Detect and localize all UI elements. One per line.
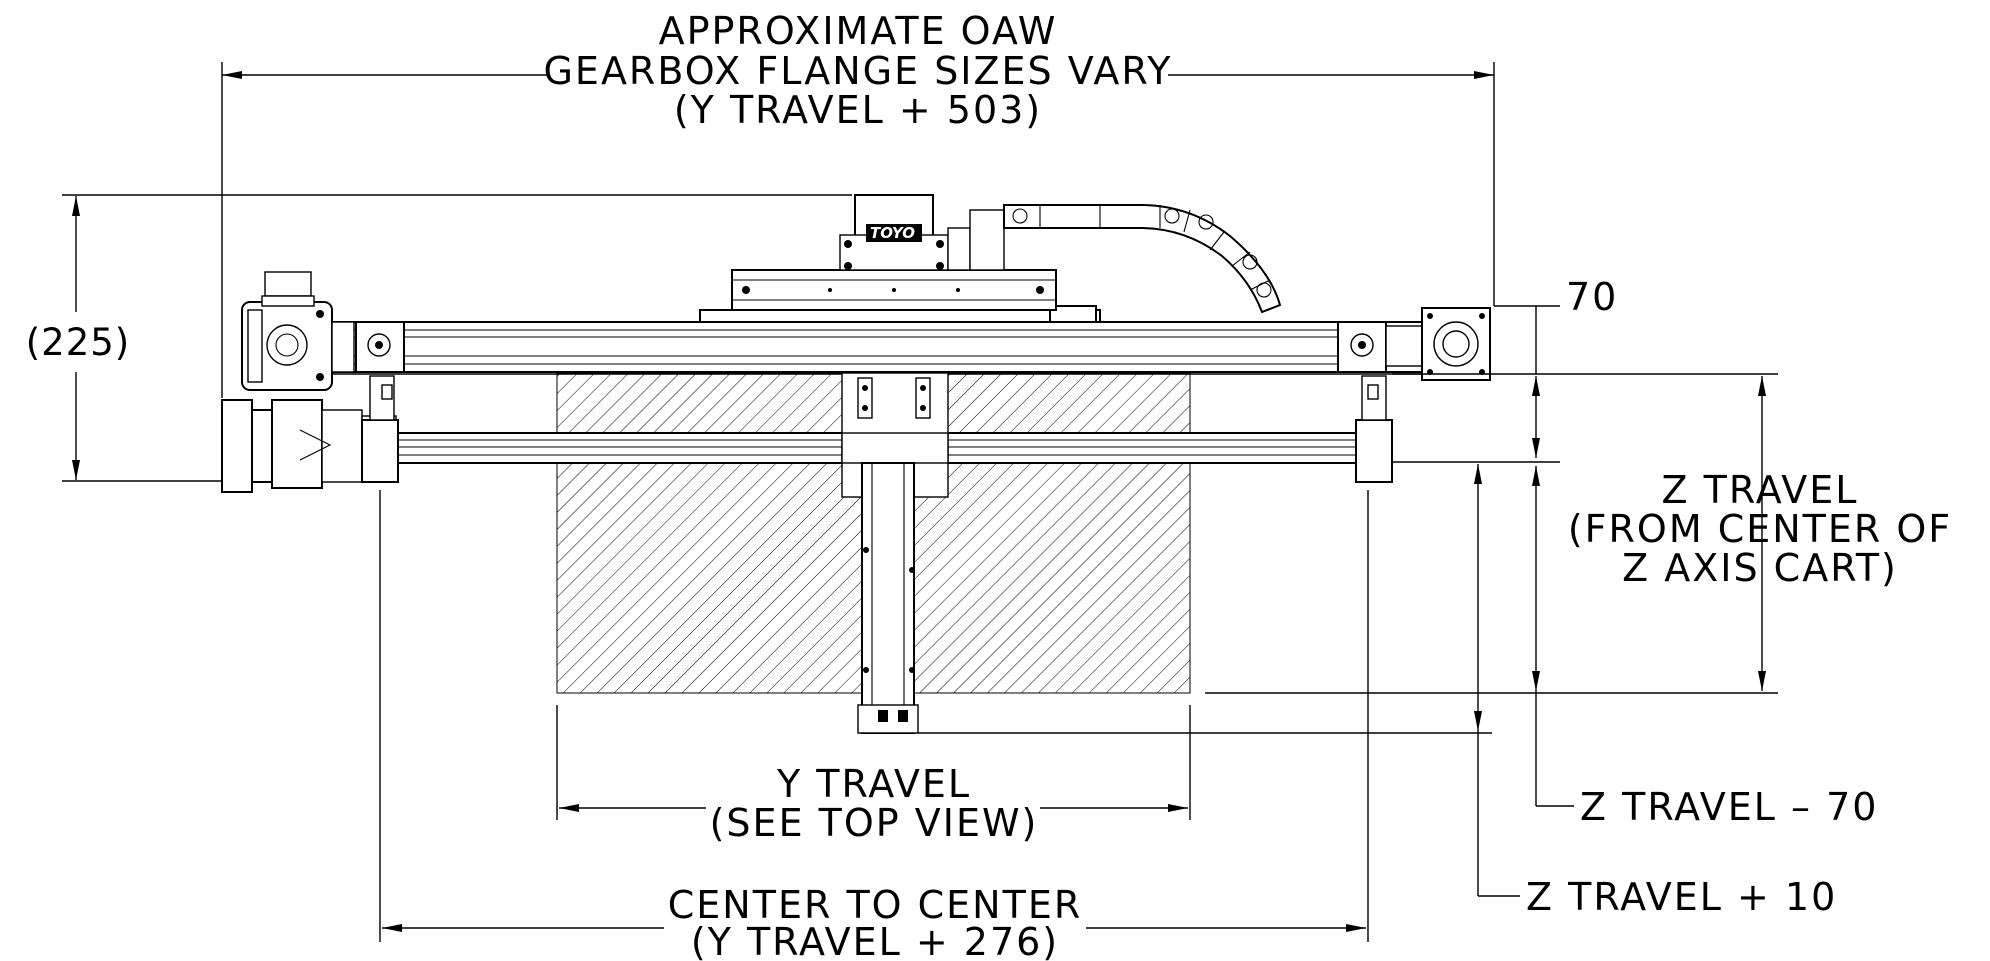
oaw-label-line2: GEARBOX FLANGE SIZES VARY: [543, 49, 1172, 93]
z-travel-label-line3: Z AXIS CART): [1622, 546, 1898, 590]
z-motor: TOYO: [839, 194, 1005, 271]
lower-left-end-block: [361, 375, 399, 483]
center-to-center-line1: CENTER TO CENTER: [668, 883, 1082, 927]
oaw-label-line3: (Y TRAVEL + 503): [674, 88, 1042, 132]
z-axis-arm: [841, 372, 949, 734]
height-label: (225): [26, 321, 131, 364]
dim-z-travel: Z TRAVEL (FROM CENTER OF Z AXIS CART): [918, 373, 1952, 734]
upper-left-end-block: [355, 321, 405, 373]
dim-center-to-center: CENTER TO CENTER (Y TRAVEL + 276): [379, 490, 1369, 961]
z-travel-label-line2: (FROM CENTER OF: [1568, 507, 1952, 551]
z-travel-plus-label: Z TRAVEL + 10: [1526, 875, 1837, 919]
cable-chain: [1003, 204, 1282, 314]
z-travel-label-line1: Z TRAVEL: [1662, 468, 1859, 512]
center-to-center-line2: (Y TRAVEL + 276): [691, 920, 1059, 961]
y-travel-label-line2: (SEE TOP VIEW): [710, 801, 1039, 845]
dim-z-travel-plus-10: Z TRAVEL + 10: [1474, 464, 1837, 919]
upper-right-gearbox: [1421, 307, 1491, 381]
dim-y-travel: Y TRAVEL (SEE TOP VIEW): [556, 705, 1191, 845]
oaw-label-line1: APPROXIMATE OAW: [659, 9, 1058, 53]
dim-z-travel-minus-70: Z TRAVEL – 70: [1532, 376, 1878, 829]
brand-logo: TOYO: [870, 224, 915, 242]
offset-label: 70: [1566, 275, 1618, 319]
upper-beam: [317, 321, 1427, 375]
y-travel-label-line1: Y TRAVEL: [776, 762, 971, 806]
upper-right-end-block: [1337, 321, 1423, 373]
lower-left-motor: [221, 399, 397, 493]
z-travel-minus-label: Z TRAVEL – 70: [1580, 785, 1878, 829]
dim-offset-70: 70: [1494, 275, 1618, 374]
dim-height: (225): [26, 194, 852, 482]
upper-left-motor: [241, 271, 355, 391]
y-carriage: [699, 269, 1101, 323]
lower-right-end-block: [1355, 375, 1393, 483]
dim-overall-width: APPROXIMATE OAW GEARBOX FLANGE SIZES VAR…: [221, 9, 1495, 398]
